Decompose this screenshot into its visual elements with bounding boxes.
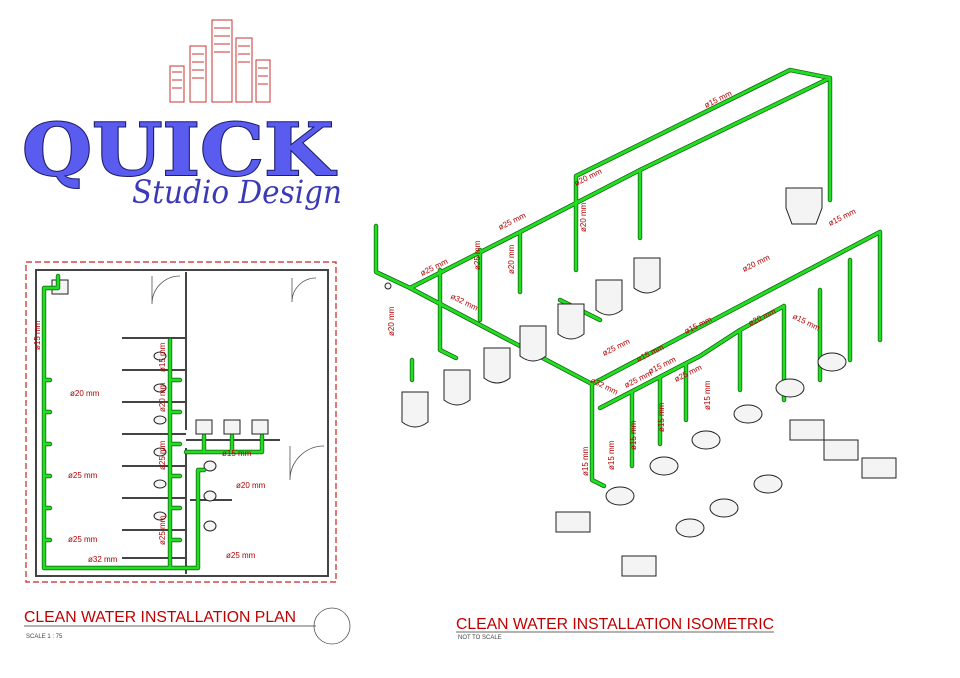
iso-label: ø15 mm [683,315,714,336]
plan-label: ø32 mm [88,555,118,564]
plan-label: ø20 mm [158,382,167,412]
plan-label: ø25 mm [68,535,98,544]
iso-label: ø20 mm [741,253,772,274]
squat-toilet [823,439,859,461]
plan-label: ø25 mm [68,471,98,480]
toilet [709,498,739,518]
iso-label: ø20 mm [747,307,778,328]
iso-label: ø25 mm [473,240,482,270]
iso-label: ø15 mm [629,420,638,450]
toilet [733,404,763,424]
iso-label: ø15 mm [657,402,666,432]
iso-pipes [373,67,883,489]
isometric-view: ø15 mm ø15 mm ø20 mm ø25 mm ø20 mm ø25 m… [373,67,897,641]
urinal [633,257,661,294]
squat-toilet [555,511,591,533]
plan-doors [151,275,325,481]
plan-label: ø15 mm [158,342,167,372]
urinal [401,391,429,428]
toilet [775,378,805,398]
iso-label: ø20 mm [507,244,516,274]
iso-label: ø15 mm [607,440,616,470]
squat-toilet [621,555,657,577]
plan-fixtures [51,279,269,532]
iso-label: ø15 mm [647,355,678,376]
plan-title: CLEAN WATER INSTALLATION PLAN [24,609,296,626]
urinal [595,279,623,316]
floor-plan: ø15 mm ø20 mm ø25 mm ø25 mm ø32 mm ø15 m… [24,261,351,645]
brand-tagline: Studio Design [132,173,342,211]
squat-toilet [861,457,897,479]
iso-label: ø15 mm [827,207,858,228]
iso-label: ø20 mm [387,306,396,336]
urinal [443,369,471,406]
plan-scale: SCALE 1 : 75 [26,634,63,640]
iso-label: ø15 mm [581,446,590,476]
plan-pipes [41,273,265,571]
skyline-icon [169,19,271,103]
toilet [675,518,705,538]
plan-label: ø20 mm [236,481,266,490]
toilet [605,486,635,506]
iso-label: ø25 mm [601,337,632,358]
plan-label: ø25 mm [226,551,256,560]
plan-label: ø15 mm [33,320,42,350]
toilet [649,456,679,476]
urinal [483,347,511,384]
iso-label: ø15 mm [791,312,822,333]
toilet [753,474,783,494]
iso-scale: NOT TO SCALE [458,635,502,641]
plan-label: ø25 mm [158,515,167,545]
plan-outer-wall [35,269,329,577]
toilet [817,352,847,372]
plan-boundary [25,261,337,583]
meter [384,282,392,290]
north-marker [313,607,351,645]
plan-pipe-labels: ø15 mm ø20 mm ø25 mm ø25 mm ø32 mm ø15 m… [33,320,266,564]
iso-label: ø20 mm [579,202,588,232]
iso-fixtures [384,187,897,577]
plan-label: ø25 mm [158,440,167,470]
urinal [519,325,547,362]
iso-label: ø15 mm [703,380,712,410]
squat-toilet [789,419,825,441]
mop-sink [785,187,823,225]
brand-name: QUICK [22,107,337,192]
brand-logo: QUICK Studio Design [21,19,342,211]
plan-label: ø15 mm [222,449,252,458]
toilet [691,430,721,450]
urinal [557,303,585,340]
iso-title: CLEAN WATER INSTALLATION ISOMETRIC [456,616,774,633]
plan-label: ø20 mm [70,389,100,398]
